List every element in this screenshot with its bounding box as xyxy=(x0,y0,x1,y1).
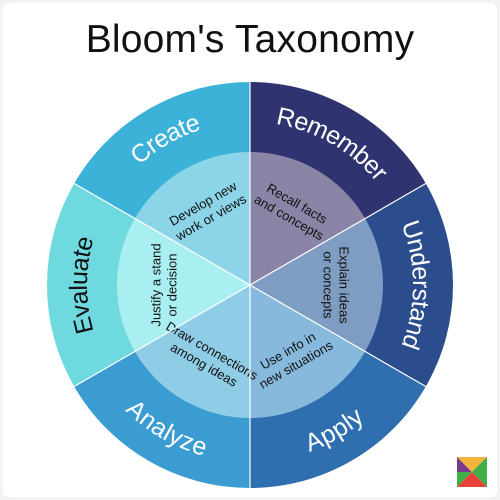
description-line-understand-2: or concepts xyxy=(321,251,336,319)
inner-segment-apply xyxy=(250,285,366,418)
inner-segment-evaluate xyxy=(116,218,250,352)
inner-segment-remember xyxy=(250,152,366,285)
segment-divider xyxy=(73,284,251,388)
inner-segment-analyze xyxy=(134,285,250,419)
description-line-evaluate-2: or decision xyxy=(164,254,179,317)
segment-divider xyxy=(249,182,427,286)
segment-divider xyxy=(73,182,251,286)
page-title: Bloom's Taxonomy xyxy=(85,18,415,61)
school-logo-icon xyxy=(457,457,487,487)
inner-segment-create xyxy=(134,152,250,285)
segment-divider xyxy=(249,284,427,388)
description-line-evaluate-1: Justify a stand xyxy=(148,243,163,326)
inner-segment-understand xyxy=(250,218,383,352)
description-line-understand-1: Explain ideas xyxy=(337,246,352,324)
